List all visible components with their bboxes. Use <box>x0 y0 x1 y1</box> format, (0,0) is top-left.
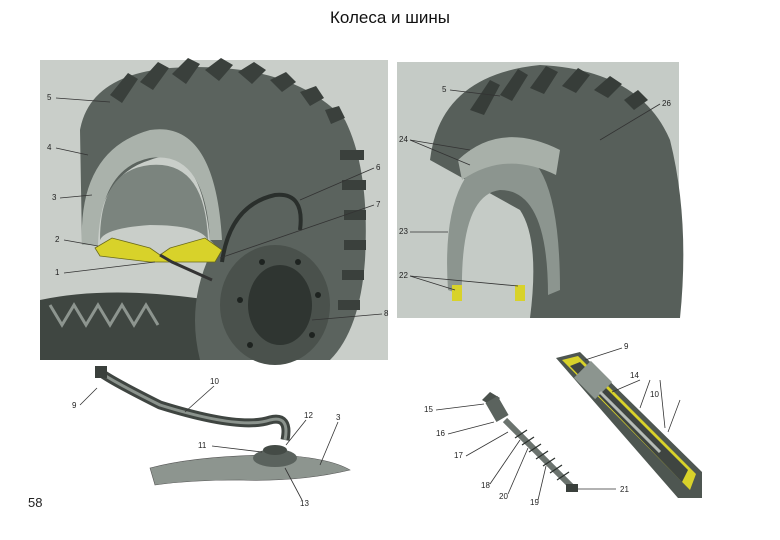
callout-9b: 9 <box>624 342 629 351</box>
callout-3: 3 <box>52 193 57 202</box>
valve-assembly-illustration <box>95 366 351 486</box>
callout-19: 19 <box>530 498 539 507</box>
callout-7: 7 <box>376 200 381 209</box>
callout-2: 2 <box>55 235 60 244</box>
callout-10: 10 <box>210 377 219 386</box>
valve-body-section-illustration <box>556 352 702 498</box>
callout-9: 9 <box>72 401 77 410</box>
callout-16: 16 <box>436 429 445 438</box>
callouts-fig1: 5 4 3 2 1 6 7 8 <box>47 93 389 321</box>
callout-17: 17 <box>454 451 463 460</box>
callout-8: 8 <box>384 309 389 318</box>
callout-21: 21 <box>620 485 629 494</box>
page-number: 58 <box>28 495 43 510</box>
tire-cutaway-illustration <box>397 62 684 318</box>
callout-23: 23 <box>399 227 408 236</box>
callouts-fig4: 15 16 17 18 20 19 21 <box>424 403 629 507</box>
callout-15: 15 <box>424 405 433 414</box>
callout-20: 20 <box>499 492 508 501</box>
callout-24: 24 <box>399 135 408 144</box>
callout-5b: 5 <box>442 85 447 94</box>
callouts-fig5: 9 14 10 <box>584 342 681 433</box>
callout-12: 12 <box>304 411 313 420</box>
callout-22: 22 <box>399 271 408 280</box>
page-title: Колеса и шины <box>330 8 450 27</box>
valve-core-illustration <box>482 392 578 493</box>
callouts-fig3: 9 10 12 3 11 13 <box>72 377 341 508</box>
callout-4: 4 <box>47 143 52 152</box>
wheel-tire-section-illustration <box>40 58 388 365</box>
callout-1: 1 <box>55 268 60 277</box>
callout-18: 18 <box>481 481 490 490</box>
callout-5: 5 <box>47 93 52 102</box>
callout-10b: 10 <box>650 390 659 399</box>
callout-11: 11 <box>198 441 207 450</box>
callout-26: 26 <box>662 99 671 108</box>
callout-6: 6 <box>376 163 381 172</box>
callout-13: 13 <box>300 499 309 508</box>
callout-14: 14 <box>630 371 639 380</box>
callouts-fig2: 5 26 24 23 22 <box>399 85 671 291</box>
callout-3b: 3 <box>336 413 341 422</box>
